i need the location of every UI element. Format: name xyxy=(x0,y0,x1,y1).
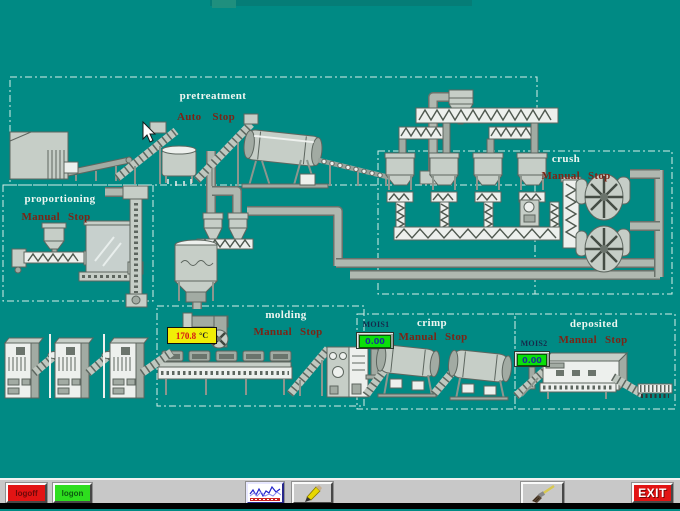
forming-machine-2 xyxy=(53,337,95,399)
crimp-drum-2 xyxy=(447,349,513,383)
dosing-hopper xyxy=(41,222,67,254)
mixer-tank xyxy=(173,239,219,303)
bucket-elevator xyxy=(122,185,149,308)
inclined-conveyor-2 xyxy=(194,113,259,186)
feeder-cyclone-1 xyxy=(202,212,224,246)
storage-hopper-1 xyxy=(384,152,416,203)
screw-conveyor-b xyxy=(488,126,536,140)
section-label-crimp: crimp xyxy=(416,317,448,329)
window-title-remnant2 xyxy=(212,0,236,8)
discharge-conveyor xyxy=(637,383,673,398)
status-proportioning: Manual Stop xyxy=(12,211,100,223)
rotary-valve xyxy=(519,199,540,227)
state-deposited: Stop xyxy=(604,334,628,346)
mois2-display: 0.00 xyxy=(514,351,550,367)
mois2-value: 0.00 xyxy=(517,354,547,366)
state-molding: Stop xyxy=(299,326,323,338)
crimp-drum-1 xyxy=(375,344,441,378)
mode-pretreatment: Auto xyxy=(176,111,202,123)
status-deposited: Manual Stop xyxy=(550,334,636,346)
clean-brush-button[interactable] xyxy=(521,482,564,505)
brush-icon xyxy=(531,484,555,503)
storage-hopper-2 xyxy=(428,152,460,203)
storage-hopper-3 xyxy=(472,152,504,203)
status-crush: Manual Stop xyxy=(532,170,620,182)
temperature-display: 170.8 °C xyxy=(167,327,217,344)
mouse-cursor xyxy=(142,120,157,143)
mode-deposited: Manual xyxy=(558,334,597,346)
state-crush: Stop xyxy=(587,170,611,182)
mois1-value: 0.00 xyxy=(359,335,391,348)
trend-chart-icon xyxy=(249,485,281,501)
temperature-unit: °C xyxy=(199,331,209,340)
depositing-tunnel xyxy=(539,351,629,399)
drum-discharge-conveyor xyxy=(299,157,393,186)
report-pencil-button[interactable] xyxy=(292,482,333,504)
raw-material-warehouse xyxy=(9,131,69,180)
screw-elevator xyxy=(560,176,582,249)
section-label-pretreatment: pretreatment xyxy=(179,90,247,102)
rotary-dryer-drum xyxy=(243,129,323,167)
mode-proportioning: Manual xyxy=(21,211,60,223)
crimp-drum-1-stand xyxy=(377,372,437,398)
crimp-drum-2-stand xyxy=(449,377,509,401)
section-label-deposited: deposited xyxy=(569,318,619,330)
status-crimp: Manual Stop xyxy=(392,331,474,343)
state-pretreatment: Stop xyxy=(212,111,236,123)
logon-button[interactable]: logon xyxy=(53,483,92,503)
forming-machine-3 xyxy=(108,337,150,399)
forming-conveyor-3 xyxy=(139,348,175,377)
molding-oven xyxy=(157,350,293,395)
section-label-crush: crush xyxy=(551,153,581,165)
collector-screw-conveyor xyxy=(393,226,561,241)
molding-outfeed-machine xyxy=(326,346,369,398)
screw-conveyor-a xyxy=(398,126,446,140)
temperature-value: 170.8 xyxy=(175,330,197,341)
toolbar: logoff logon EXIT xyxy=(0,478,680,505)
dosing-screw-conveyor xyxy=(11,248,97,274)
oven-outfeed-conveyor xyxy=(286,346,332,397)
process-diagram xyxy=(2,76,676,410)
section-label-proportioning: proportioning xyxy=(24,193,96,205)
buffer-silo xyxy=(161,145,197,186)
mode-molding: Manual xyxy=(253,326,292,338)
inclined-conveyor-1 xyxy=(114,121,179,184)
pencil-icon xyxy=(304,485,322,502)
weigh-tank xyxy=(78,220,144,282)
bottom-strip xyxy=(0,503,680,509)
logoff-button[interactable]: logoff xyxy=(6,483,47,503)
section-label-molding: molding xyxy=(265,309,307,321)
exit-button[interactable]: EXIT xyxy=(632,483,673,503)
distribution-screw-conveyor xyxy=(415,107,559,124)
storage-hopper-4 xyxy=(516,152,548,203)
window-title-remnant xyxy=(210,0,472,6)
state-crimp: Stop xyxy=(444,331,468,343)
state-proportioning: Stop xyxy=(67,211,91,223)
mois1-display: 0.00 xyxy=(356,332,394,349)
status-molding: Manual Stop xyxy=(244,326,332,338)
mode-crush: Manual xyxy=(541,170,580,182)
tunnel-outfeed-conveyor xyxy=(610,373,645,398)
status-pretreatment: Auto Stop xyxy=(166,111,246,123)
drum-stand xyxy=(241,159,329,189)
crusher-1 xyxy=(575,173,631,221)
mode-crimp: Manual xyxy=(398,331,437,343)
trend-chart-button[interactable] xyxy=(246,482,284,504)
crusher-2 xyxy=(575,225,631,273)
mois1-label: MOIS1 xyxy=(362,320,390,329)
mois2-label: MOIS2 xyxy=(520,339,548,348)
